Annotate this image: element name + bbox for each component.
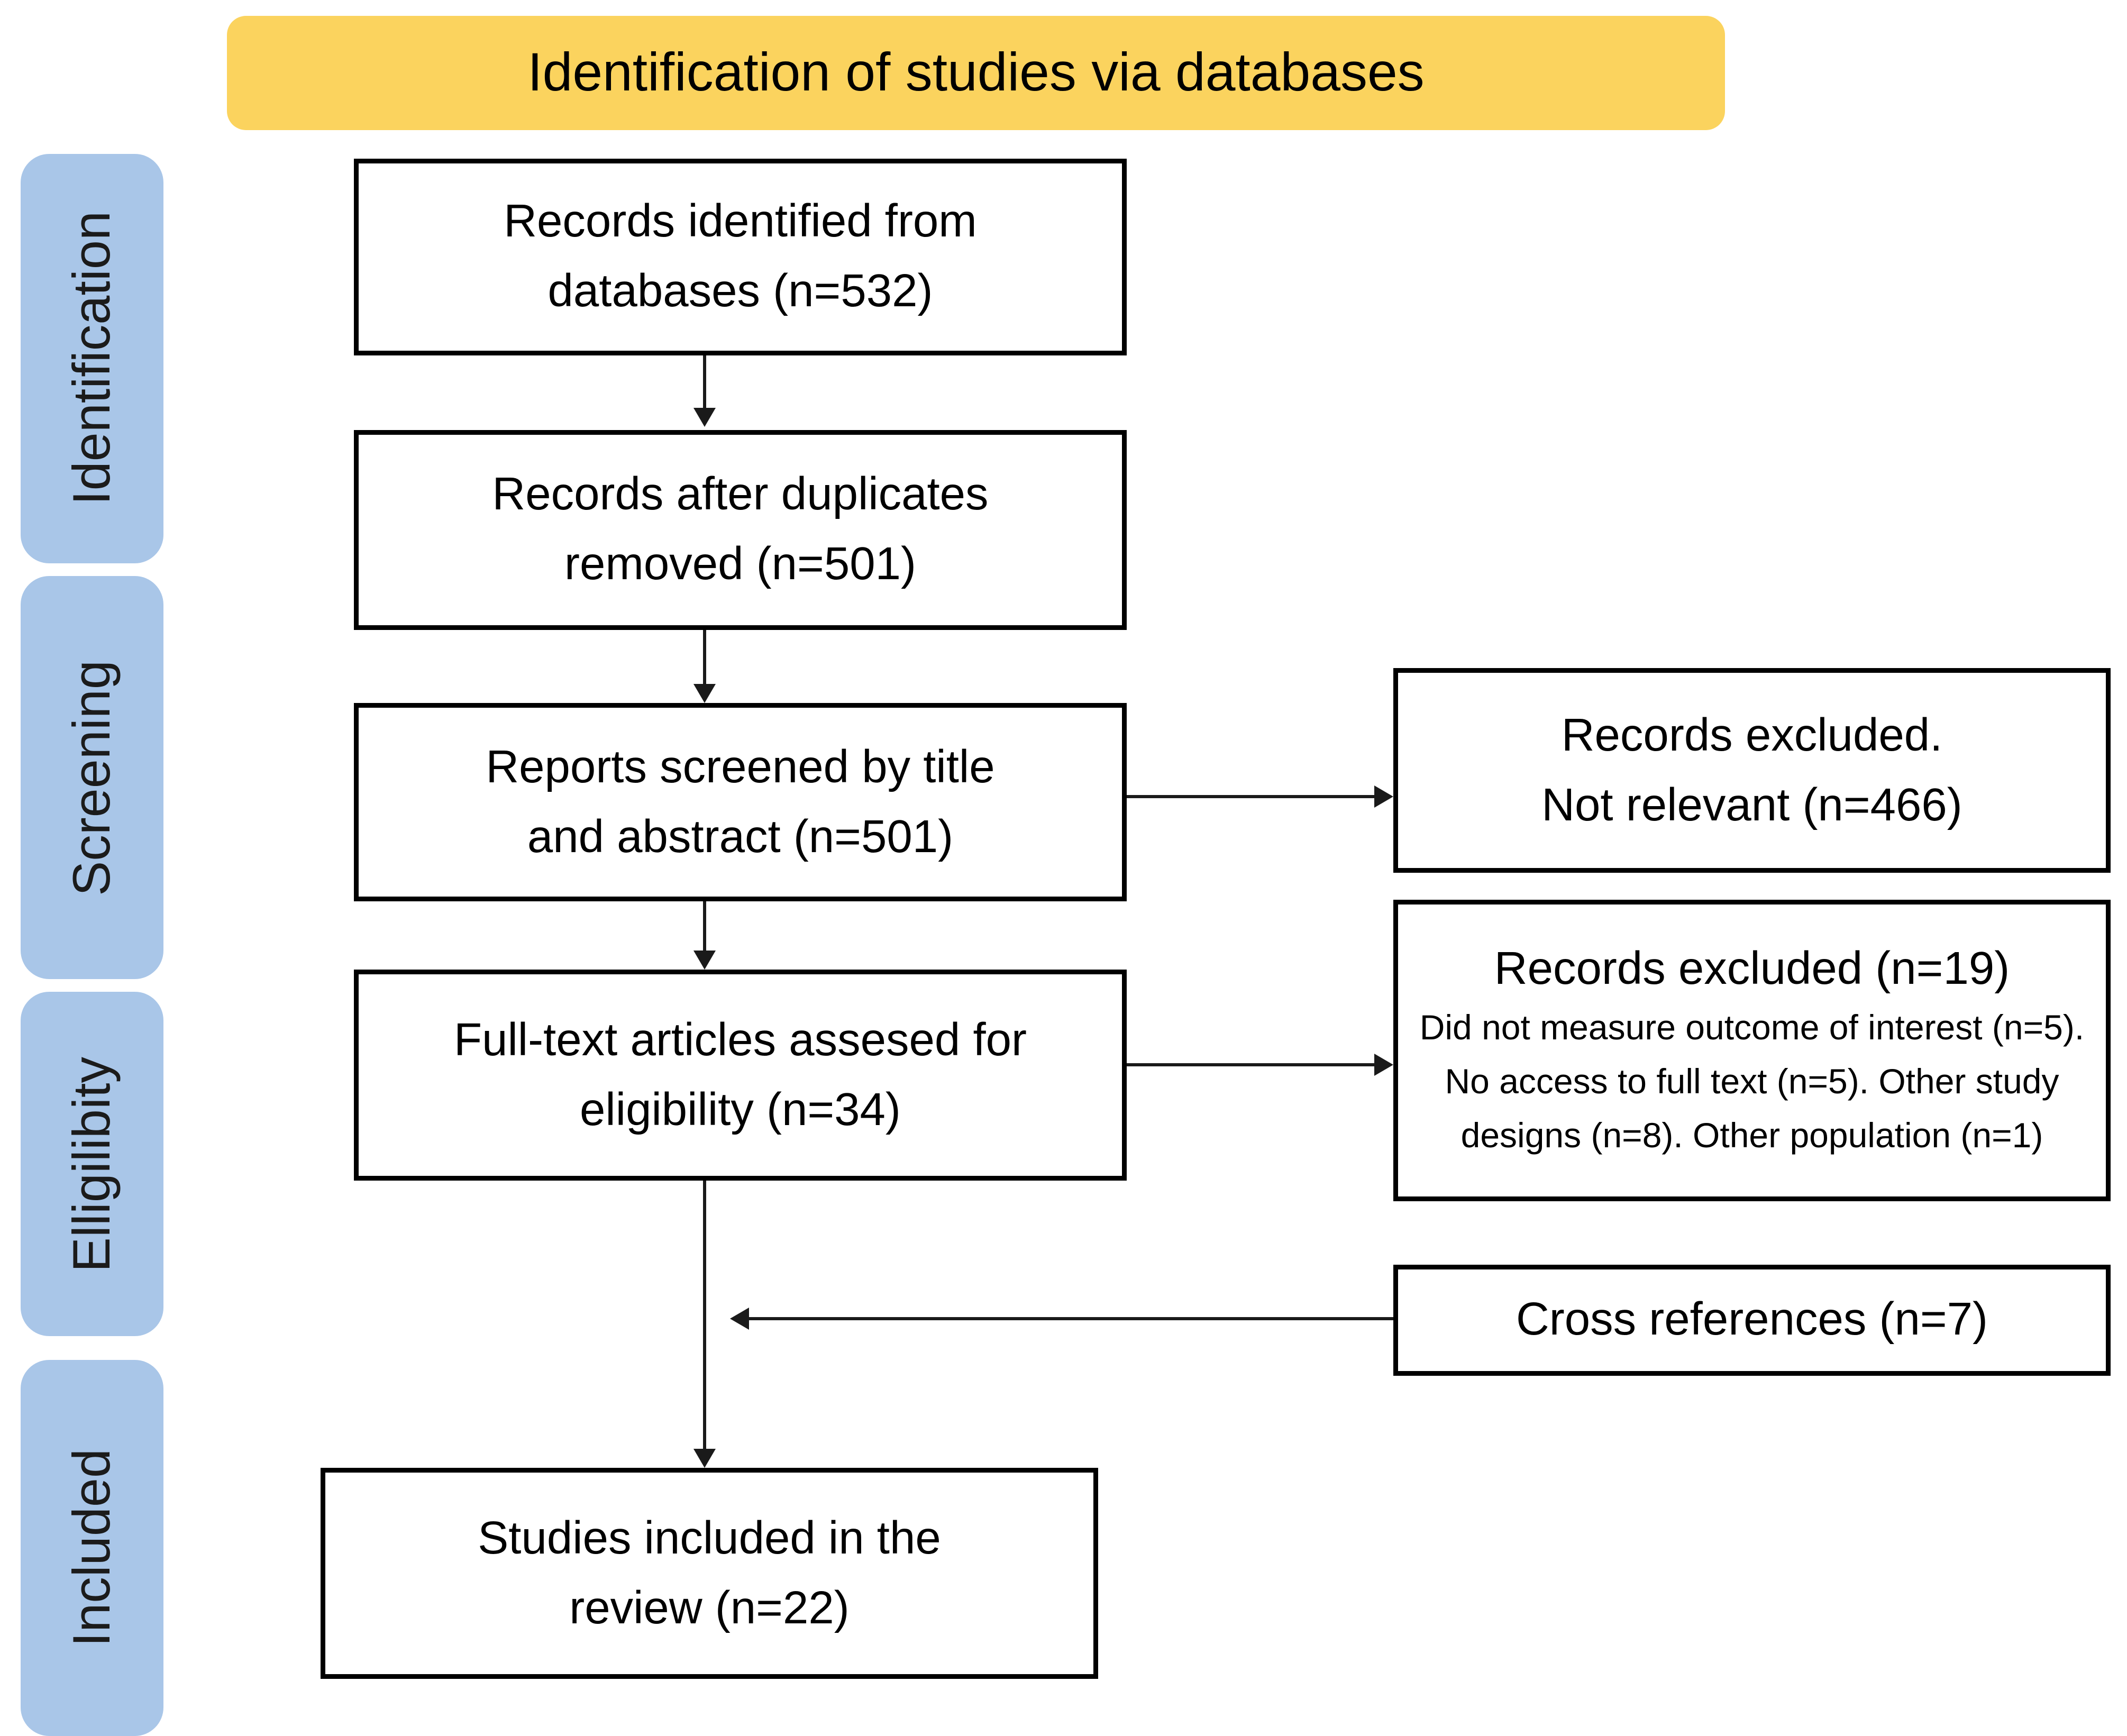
arrow-screened-to-fulltext-head — [693, 951, 716, 970]
box-studies-included: Studies included in the review (n=22) — [321, 1468, 1098, 1679]
arrow-fulltext-to-excluded-line — [1127, 1063, 1376, 1066]
box-records-identified-line1: Records identified from — [504, 197, 977, 248]
box-reports-screened-line1: Reports screened by title — [486, 742, 995, 793]
arrow-fulltext-to-included-line — [703, 1181, 706, 1449]
arrow-identified-to-deduplicated-line — [703, 355, 706, 408]
box-fulltext-assessed-line1: Full-text articles assesed for — [453, 1015, 1027, 1066]
box-records-excluded-fulltext-heading: Records excluded (n=19) — [1494, 944, 2010, 995]
box-records-excluded-screening-line1: Records excluded. — [1561, 710, 1943, 761]
arrow-fulltext-to-excluded-head — [1374, 1054, 1393, 1076]
stage-label-identification: Identification — [21, 154, 163, 563]
box-cross-references-line1: Cross references (n=7) — [1516, 1295, 1988, 1346]
box-reports-screened: Reports screened by title and abstract (… — [354, 703, 1127, 901]
box-fulltext-assessed-line2: eligibility (n=34) — [580, 1084, 901, 1136]
box-duplicates-removed: Records after duplicates removed (n=501) — [354, 430, 1127, 630]
diagram-title: Identification of studies via databases — [527, 42, 1425, 103]
arrow-fulltext-to-included-head — [693, 1449, 716, 1468]
arrow-screened-to-fulltext-line — [703, 901, 706, 951]
arrow-screened-to-excluded-head — [1374, 785, 1393, 808]
box-records-excluded-screening-line2: Not relevant (n=466) — [1541, 780, 1962, 831]
stage-label-included-text: Included — [62, 1449, 121, 1647]
stage-label-eligibility: Elligilibity — [21, 992, 163, 1336]
stage-label-screening-text: Screening — [62, 660, 121, 896]
box-records-identified: Records identified from databases (n=532… — [354, 159, 1127, 355]
box-duplicates-removed-line2: removed (n=501) — [564, 540, 916, 590]
arrow-crossref-to-flow-line — [749, 1317, 1393, 1320]
stage-label-identification-text: Identification — [62, 212, 121, 506]
box-records-excluded-fulltext: Records excluded (n=19) Did not measure … — [1393, 900, 2111, 1201]
box-fulltext-assessed: Full-text articles assesed for eligibili… — [354, 970, 1127, 1181]
box-cross-references: Cross references (n=7) — [1393, 1265, 2111, 1376]
box-records-identified-line2: databases (n=532) — [547, 267, 933, 317]
box-duplicates-removed-line1: Records after duplicates — [492, 470, 989, 520]
arrow-identified-to-deduplicated-head — [693, 408, 716, 427]
box-studies-included-line2: review (n=22) — [569, 1583, 850, 1634]
arrow-deduplicated-to-screened-line — [703, 630, 706, 684]
box-records-excluded-screening: Records excluded. Not relevant (n=466) — [1393, 668, 2111, 873]
stage-label-eligibility-text: Elligilibity — [62, 1056, 121, 1272]
arrow-crossref-to-flow-head — [730, 1308, 749, 1330]
box-reports-screened-line2: and abstract (n=501) — [527, 811, 954, 863]
diagram-title-banner: Identification of studies via databases — [227, 16, 1725, 130]
arrow-screened-to-excluded-line — [1127, 795, 1376, 798]
box-records-excluded-fulltext-details: Did not measure outcome of interest (n=5… — [1419, 1008, 2104, 1155]
box-studies-included-line1: Studies included in the — [478, 1513, 941, 1564]
stage-label-included: Included — [21, 1360, 163, 1736]
arrow-deduplicated-to-screened-head — [693, 684, 716, 703]
stage-label-screening: Screening — [21, 576, 163, 979]
